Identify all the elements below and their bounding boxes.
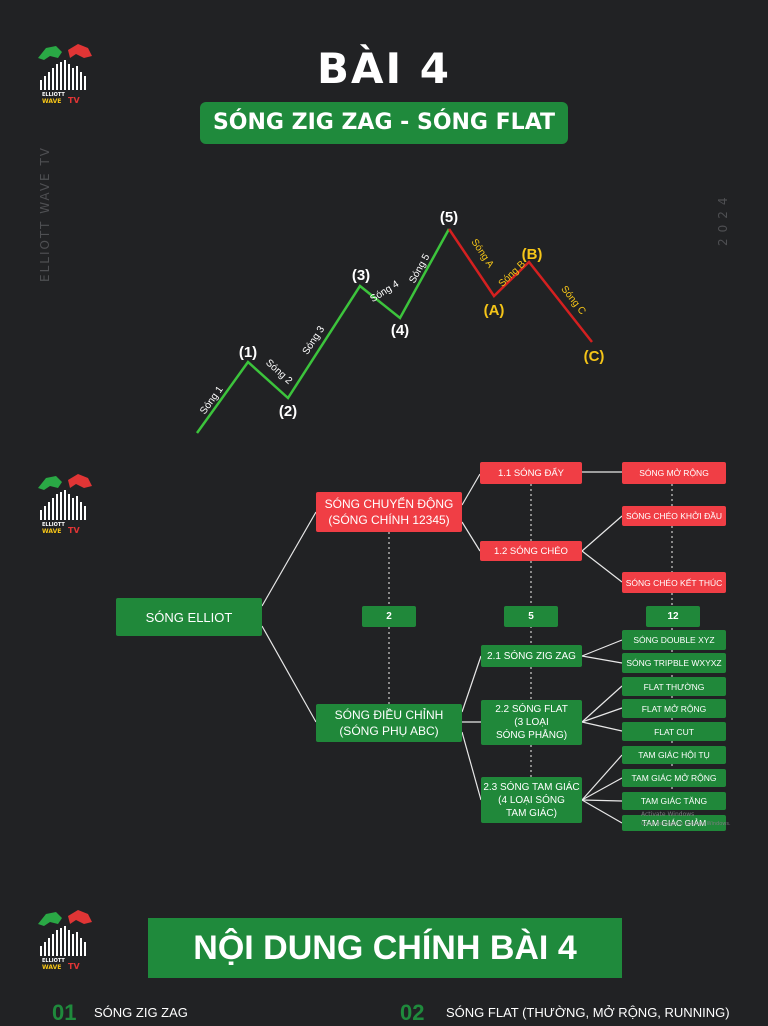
svg-text:WAVE: WAVE	[42, 98, 61, 105]
node-double-xyz: SÓNG DOUBLE XYZ	[622, 630, 726, 650]
node-motive-wave: SÓNG CHUYỂN ĐỘNG (SÓNG CHÍNH 12345)	[316, 492, 462, 532]
wave-point-label: (A)	[484, 302, 505, 319]
elliott-wave-diagram: (1) (2) (3) (4) (5) (A) (B) (C) Sóng 1 S…	[195, 209, 605, 434]
page-subtitle: SÓNG ZIG ZAG - SÓNG FLAT	[200, 102, 568, 144]
node-line: (SÓNG CHÍNH 12345)	[328, 513, 450, 527]
node-triangle-descending: TAM GIÁC GIẢM	[622, 815, 726, 831]
wave-point-label: (C)	[584, 348, 605, 365]
node-diagonal: 1.2 SÓNG CHÉO	[480, 541, 582, 561]
wave-point-label: (2)	[279, 403, 297, 420]
wave-point-label: (1)	[239, 344, 257, 361]
node-line: TAM GIÁC)	[506, 807, 557, 819]
item-text: SÓNG ZIG ZAG	[94, 1005, 188, 1020]
count-badge: 2	[362, 606, 416, 627]
corrective-wave-line	[447, 228, 593, 343]
node-line: SÓNG CHUYỂN ĐỘNG	[324, 497, 454, 511]
svg-text:TV: TV	[68, 962, 80, 971]
svg-text:WAVE: WAVE	[42, 964, 61, 971]
node-flat: 2.2 SÓNG FLAT (3 LOẠI SÓNG PHẲNG)	[481, 700, 582, 745]
svg-text:WAVE: WAVE	[42, 528, 61, 535]
node-triangle: 2.3 SÓNG TAM GIÁC (4 LOẠI SÓNG TAM GIÁC)	[481, 777, 582, 823]
elliott-wave-tv-logo: ELLIOTT WAVE TV	[38, 474, 92, 535]
wave-segment-label: Sóng 3	[301, 324, 328, 357]
node-line: (SÓNG PHỤ ABC)	[339, 724, 439, 738]
svg-text:ELLIOTT: ELLIOTT	[42, 522, 65, 528]
wave-point-label: (5)	[440, 209, 458, 226]
node-line: (4 LOẠI SÓNG	[498, 794, 565, 806]
item-text: SÓNG FLAT (THƯỜNG, MỞ RỘNG, RUNNING)	[446, 1005, 730, 1020]
svg-text:TV: TV	[68, 96, 80, 105]
count-badge: 5	[504, 606, 558, 627]
node-line: SÓNG ĐIỀU CHỈNH	[334, 708, 444, 722]
wave-segment-label: Sóng 2	[263, 357, 294, 387]
node-line: (3 LOẠI	[514, 717, 549, 728]
node-triple-wxyxz: SÓNG TRIPBLE WXYXZ	[622, 653, 726, 673]
count-badge: 12	[646, 606, 700, 627]
wave-point-label: (3)	[352, 267, 370, 284]
svg-text:ELLIOTT: ELLIOTT	[42, 958, 65, 964]
os-watermark: Go to Settings to activate Windows.	[641, 821, 731, 827]
svg-text:ELLIOTT: ELLIOTT	[42, 92, 65, 98]
node-corrective-wave: SÓNG ĐIỀU CHỈNH (SÓNG PHỤ ABC)	[316, 704, 462, 742]
node-line: 2.3 SÓNG TAM GIÁC	[483, 781, 580, 793]
page-title: BÀI 4	[317, 44, 451, 93]
node-impulse: 1.1 SÓNG ĐẨY	[480, 462, 582, 484]
wave-point-label: (4)	[391, 322, 409, 339]
item-number: 01	[52, 1000, 77, 1025]
node-triangle-ascending: TAM GIÁC TĂNG	[622, 792, 726, 810]
wave-segment-label: Sóng B	[497, 259, 528, 290]
elliott-wave-tv-logo: ELLIOTT WAVE TV	[38, 910, 92, 971]
wave-segment-label: Sóng C	[558, 284, 587, 317]
main-content-banner: NỘI DUNG CHÍNH BÀI 4	[148, 918, 622, 978]
os-watermark: Activate Windows	[641, 811, 695, 818]
wave-segment-label: Sóng 4	[368, 279, 401, 305]
node-elliott-wave: SÓNG ELLIOT	[116, 598, 262, 636]
item-number: 02	[400, 1000, 425, 1025]
node-extended-wave: SÓNG MỞ RỘNG	[622, 462, 726, 484]
wave-point-label: (B)	[522, 246, 543, 263]
elliott-wave-tv-logo: ELLIOTT WAVE TV	[38, 44, 92, 105]
node-line: 2.2 SÓNG FLAT	[495, 704, 568, 715]
node-leading-diagonal: SÓNG CHÉO KHỞI ĐẦU	[622, 506, 726, 526]
impulse-wave-line	[195, 228, 451, 434]
node-line: SÓNG PHẲNG)	[495, 730, 568, 741]
node-triangle-contracting: TAM GIÁC HỘI TỤ	[622, 746, 726, 764]
node-flat-regular: FLAT THƯỜNG	[622, 677, 726, 696]
node-zigzag: 2.1 SÓNG ZIG ZAG	[481, 645, 582, 667]
node-triangle-expanding: TAM GIÁC MỞ RỘNG	[622, 769, 726, 787]
svg-text:TV: TV	[68, 526, 80, 535]
node-flat-expanded: FLAT MỞ RỘNG	[622, 699, 726, 718]
node-ending-diagonal: SÓNG CHÉO KẾT THÚC	[622, 572, 726, 593]
node-flat-cut: FLAT CUT	[622, 722, 726, 741]
